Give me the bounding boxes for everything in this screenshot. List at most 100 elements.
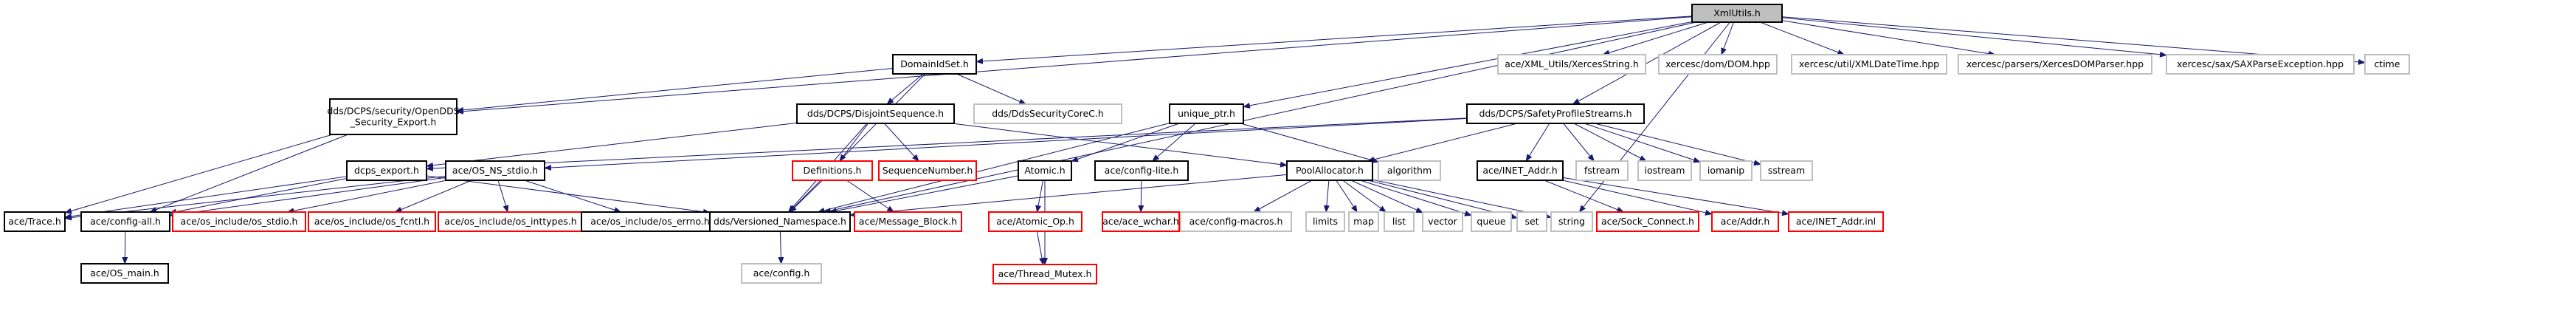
node-label: xercesc/util/XMLDateTime.hpp — [1799, 58, 1939, 69]
edge-poolallocator-to-vector — [1350, 180, 1423, 214]
node-message-block[interactable]: ace/Message_Block.h — [854, 211, 962, 232]
node-label: queue — [1477, 216, 1505, 227]
edge-poolallocator-to-versioned_namespace — [849, 174, 1288, 218]
node-thread-mutex[interactable]: ace/Thread_Mutex.h — [992, 264, 1097, 284]
edge-poolallocator-to-list — [1342, 180, 1387, 213]
node-ace-wchar[interactable]: ace/ace_wchar.h — [1102, 211, 1180, 232]
node-ace-addr[interactable]: ace/Addr.h — [1711, 211, 1779, 232]
node-box — [1699, 160, 1753, 181]
node-box — [80, 211, 170, 232]
edge-dcps_export-to-versioned_namespace — [426, 175, 711, 215]
node-box — [1791, 54, 1947, 75]
node-trace[interactable]: ace/Trace.h — [4, 211, 66, 232]
node-opendds-security-export[interactable]: dds/DCPS/security/OpenDDS_Security_Expor… — [327, 98, 460, 135]
node-label: ace/Sock_Connect.h — [1601, 216, 1694, 227]
node-box — [1760, 160, 1813, 181]
node-iostream: iostream — [1637, 160, 1692, 181]
node-poolallocator[interactable]: PoolAllocator.h — [1286, 160, 1373, 181]
edge-safetyprofilestreams-to-iostream — [1573, 123, 1647, 162]
node-box — [1305, 211, 1345, 232]
edge-unique_ptr-to-algorithm — [1240, 123, 1379, 163]
node-inet-addr-inl[interactable]: ace/INET_Addr.inl — [1788, 211, 1884, 232]
edge-safetyprofilestreams-to-ace_inet_addr — [1525, 123, 1550, 162]
node-ace-config: ace/config.h — [741, 263, 822, 284]
node-label: dds/DCPS/SafetyProfileStreams.h — [1479, 108, 1631, 119]
node-label: ace/config-all.h — [90, 216, 161, 227]
edge-os_ns_stdio-to-trace — [64, 175, 446, 221]
node-box — [1596, 211, 1699, 232]
node-definitions[interactable]: Definitions.h — [792, 160, 873, 181]
node-label: SequenceNumber.h — [883, 165, 973, 176]
node-box — [988, 211, 1082, 232]
node-sock-connect[interactable]: ace/Sock_Connect.h — [1596, 211, 1699, 232]
edge-xmlutils-to-saxparseexception — [1781, 17, 2167, 58]
edge-disjointsequence-to-definitions — [839, 123, 869, 162]
node-fstream: fstream — [1575, 160, 1629, 181]
node-label: dds/Versioned_Namespace.h — [714, 216, 846, 227]
node-box — [1471, 211, 1512, 232]
node-os-include-fcntl[interactable]: ace/os_include/os_fcntl.h — [308, 211, 436, 232]
node-os-include-stdio[interactable]: ace/os_include/os_stdio.h — [172, 211, 306, 232]
edge-atomic-to-atomic_op — [1035, 180, 1044, 213]
edge-versioned_namespace-to-ace_config — [778, 231, 784, 264]
node-box — [854, 211, 962, 232]
node-xmlutils[interactable]: XmlUtils.h — [1691, 4, 1783, 23]
node-label: iomanip — [1707, 165, 1744, 176]
node-label: ace/OS_main.h — [90, 267, 159, 279]
edge-os_ns_stdio-to-os_include_stdio — [286, 180, 447, 214]
node-box — [2364, 54, 2410, 75]
node-disjointsequence[interactable]: dds/DCPS/DisjointSequence.h — [796, 103, 955, 124]
node-unique-ptr[interactable]: unique_ptr.h — [1169, 103, 1244, 124]
node-label: dds/DCPS/DisjointSequence.h — [807, 108, 944, 119]
edges-layer — [64, 16, 2366, 265]
node-saxparseexception: xercesc/sax/SAXParseException.hpp — [2166, 54, 2355, 75]
node-label: _Security_Export.h — [350, 117, 437, 128]
edge-domainidset-to-opendds_security_export — [456, 67, 894, 113]
edge-os_ns_stdio-to-os_include_inttypes — [497, 180, 509, 213]
node-box — [346, 160, 427, 181]
node-label: ace/Message_Block.h — [859, 216, 957, 227]
node-ctime: ctime — [2364, 54, 2410, 75]
node-box — [80, 263, 169, 284]
node-atomic-op[interactable]: ace/Atomic_Op.h — [988, 211, 1082, 232]
node-box — [1384, 211, 1415, 232]
edge-xmlutils-to-safetyprofilestreams — [1572, 21, 1722, 105]
edge-definitions-to-versioned_namespace — [789, 180, 823, 213]
edge-xmlutils-to-unique_ptr — [1243, 21, 1693, 109]
edge-unique_ptr-to-config_lite — [1152, 123, 1196, 162]
node-label: limits — [1313, 216, 1338, 227]
node-os-ns-stdio[interactable]: ace/OS_NS_stdio.h — [445, 160, 545, 181]
node-label: ace/os_include/os_errno.h — [590, 216, 710, 227]
node-box — [892, 54, 977, 75]
node-os-main[interactable]: ace/OS_main.h — [80, 263, 169, 284]
node-label: xercesc/sax/SAXParseException.hpp — [2177, 58, 2344, 69]
node-domainidset[interactable]: DomainIdSet.h — [892, 54, 977, 75]
node-dcps-export[interactable]: dcps_export.h — [346, 160, 427, 181]
node-box — [709, 211, 851, 232]
node-ddssecuritycorec: dds/DdsSecurityCoreC.h — [973, 103, 1122, 124]
node-config-all[interactable]: ace/config-all.h — [80, 211, 170, 232]
node-vector: vector — [1422, 211, 1463, 232]
node-sequencenumber[interactable]: SequenceNumber.h — [878, 160, 977, 181]
node-os-include-errno[interactable]: ace/os_include/os_errno.h — [581, 211, 719, 232]
node-os-include-inttypes[interactable]: ace/os_include/os_inttypes.h — [438, 211, 584, 232]
node-limits: limits — [1305, 211, 1345, 232]
node-label: vector — [1428, 216, 1458, 227]
edge-xmlutils-to-domainidset — [976, 16, 1693, 64]
edge-domainidset-to-ddssecuritycorec — [956, 73, 1027, 105]
node-label: Atomic.h — [1024, 165, 1065, 176]
edge-os_ns_stdio-to-config_all — [169, 177, 446, 218]
node-config-lite[interactable]: ace/config-lite.h — [1094, 160, 1189, 181]
node-versioned-namespace[interactable]: dds/Versioned_Namespace.h — [709, 211, 851, 232]
node-atomic[interactable]: Atomic.h — [1018, 160, 1072, 181]
node-ace-inet-addr[interactable]: ace/INET_Addr.h — [1477, 160, 1564, 181]
node-label: sstream — [1768, 165, 1805, 176]
node-box — [172, 211, 306, 232]
edge-unique_ptr-to-atomic — [1071, 123, 1180, 163]
node-label: DomainIdSet.h — [900, 58, 969, 69]
node-label: Definitions.h — [804, 165, 862, 176]
node-label: set — [1524, 216, 1539, 227]
node-safetyprofilestreams[interactable]: dds/DCPS/SafetyProfileStreams.h — [1466, 103, 1645, 124]
node-label: ace/INET_Addr.inl — [1796, 216, 1876, 227]
edge-domainidset-to-versioned_namespace — [789, 73, 926, 213]
